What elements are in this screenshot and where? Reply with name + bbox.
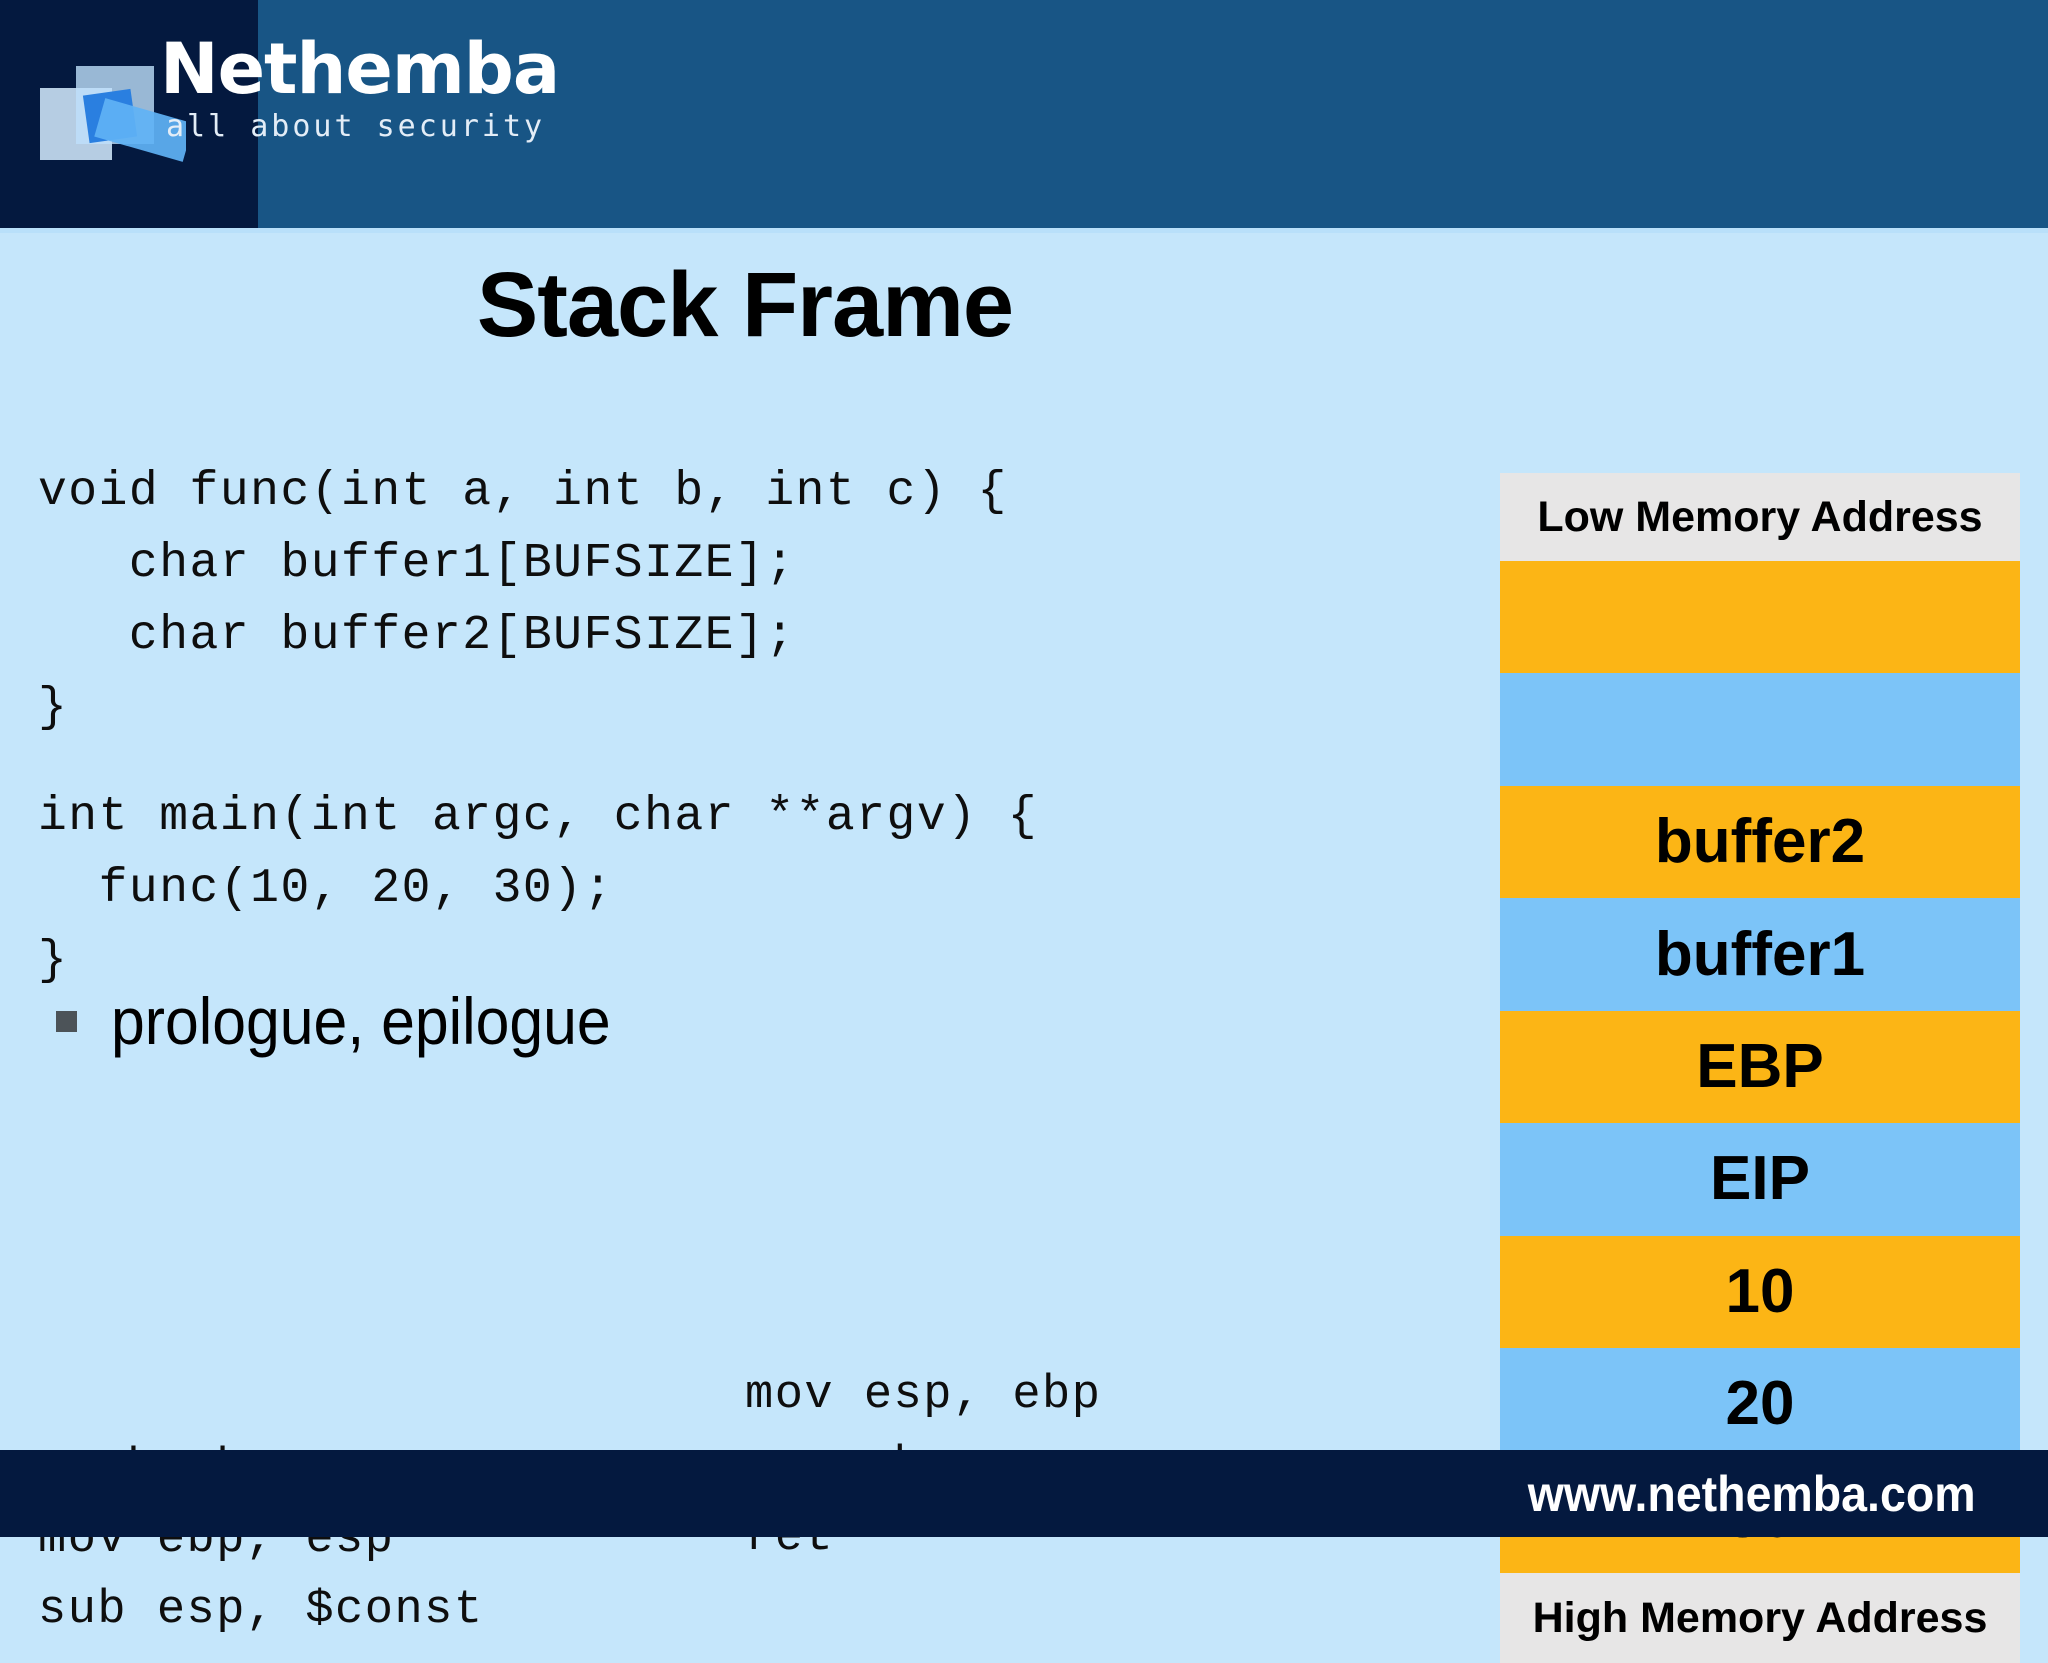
slide-footer: www.nethemba.com: [0, 1450, 2048, 1537]
code-block-main: int main(int argc, char **argv) { func(1…: [38, 790, 1039, 988]
nethemba-logo-icon: [38, 48, 194, 170]
stack-row: EIP: [1500, 1123, 2020, 1236]
stack-low-address-label: Low Memory Address: [1500, 473, 2020, 561]
logo-wordmark: Nethemba all about security: [160, 30, 680, 146]
stack-row: 20: [1500, 1348, 2020, 1461]
stack-row: buffer1: [1500, 898, 2020, 1011]
footer-website-url: www.nethemba.com: [1528, 1465, 1976, 1522]
stack-row: 10: [1500, 1235, 2020, 1349]
bullet-prologue-epilogue: prologue, epilogue: [56, 983, 654, 1059]
stack-row: EBP: [1500, 1010, 2020, 1124]
logo-word: Nethemba: [160, 28, 560, 110]
code-block-func: void func(int a, int b, int c) { char bu…: [38, 465, 1008, 735]
square-bullet-icon: [56, 1010, 77, 1032]
slide-header: Nethemba all about security: [0, 0, 2048, 233]
header-underline: [0, 228, 2048, 233]
logo-tagline: all about security: [166, 109, 546, 144]
stack-row-list: buffer2buffer1EBPEIP102030: [1500, 561, 2020, 1573]
slide-content: Stack Frame void func(int a, int b, int …: [0, 233, 2048, 1663]
stack-row: buffer2: [1500, 785, 2020, 899]
stack-row: [1500, 561, 2020, 674]
stack-row: [1500, 673, 2020, 786]
stack-high-address-label: High Memory Address: [1500, 1573, 2020, 1663]
page-title: Stack Frame: [476, 254, 1014, 356]
bullet-label: prologue, epilogue: [111, 984, 611, 1058]
